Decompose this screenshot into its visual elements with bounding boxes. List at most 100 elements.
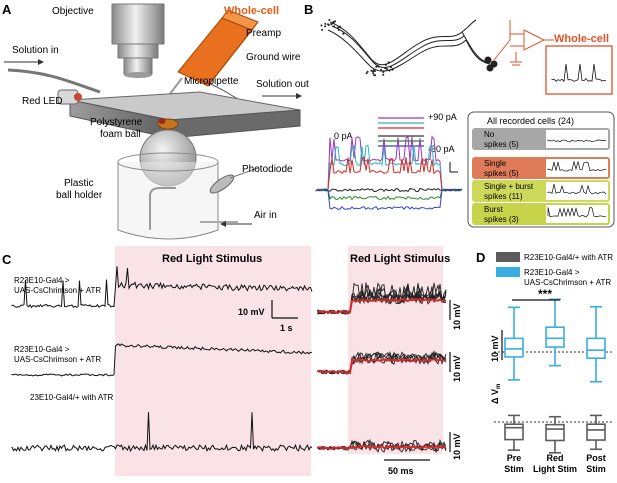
class-example-trace [547,139,606,143]
holder-label-1: Plastic [64,178,93,189]
dendrite-dot [330,22,333,25]
dendrite-dot [387,61,390,64]
objective-label: Objective [52,6,94,17]
air-in-label: Air in [254,210,277,221]
panel-b-scalebar [449,162,458,173]
overlay-trace [317,439,447,453]
air-in-arrow [220,221,252,227]
box-iqr [586,337,606,359]
overlay-mv-label-3: 10 mV [452,433,462,460]
dendrite-dot [320,24,323,27]
whole-cell-circuit-icon [493,20,613,95]
class-example-box [546,159,608,177]
step-response-trace [315,156,463,192]
classification-title: All recorded cells (24) [487,116,574,126]
class-row-label-1: Single [484,159,507,168]
dendrite-dot [337,28,340,31]
dendrite-dot [373,70,376,73]
mini-trace-line [551,63,607,83]
x-label-pre-2: Stim [504,464,524,474]
step-response-trace [315,188,463,211]
dendrite-dot [370,69,373,72]
long-traces [11,266,313,453]
legend-label-chrimson-2: UAS-CsChrimson + ATR [524,278,611,287]
dendrite-dot [324,22,327,25]
dendrite-dot [365,72,368,75]
step-response-trace [315,144,463,192]
x-label-red-2: Light Stim [533,464,577,474]
whole-cell-mini-trace [551,63,607,83]
panel-label-b: B [304,2,313,17]
dendrite-dot [392,67,395,70]
panel-label-a: A [2,2,12,17]
fly-icon [157,118,179,130]
class-example-trace [547,161,607,172]
stimulus-shading-left [115,246,311,476]
boxplot-scale-label: 10 mV [490,335,500,362]
micropipette-label: Micropipette [184,76,239,87]
dendrite-dot [333,25,336,28]
overlay-trace [317,352,447,375]
dendrite-dot [372,72,375,75]
stage-illustration [69,91,301,139]
stimulus-label-left: Red Light Stimulus [162,253,262,265]
scalebar-mv-label: 10 mV [238,307,265,317]
overlay-mv-label-1: 10 mV [452,303,462,330]
dendrite-dot [321,28,324,31]
trace1-genotype-2: UAS-CsChrimson + ATR [14,286,101,295]
legend-swatch-control [496,252,520,262]
whole-cell-label: Whole-cell [224,5,279,17]
legend-swatch-chrimson [496,267,520,277]
stimulus-shading-right [348,246,443,454]
dendrite-dot [376,64,379,67]
class-row-label-1: Single + burst [484,182,534,191]
dendrite-dot [342,32,345,35]
membrane-trace [11,412,313,453]
panel-label-d: D [476,250,485,265]
trace2-genotype-2: UAS-CsChrimson + ATR [14,355,101,364]
preamp-illustration [149,9,271,123]
solution-in-label: Solution in [12,45,59,56]
neuron-morphology [327,19,498,72]
overlay-mean-trace [317,444,447,450]
class-row-label-1: Burst [484,205,503,214]
dendrite-dot [371,70,374,73]
class-row-label-2: spikes (5) [484,169,519,178]
x-label-red-1: Red [546,453,563,463]
overlay-mean-trace [317,358,447,375]
dendrite-dot [382,70,385,73]
inflow-tube [4,59,101,94]
dendrite-dot [375,65,378,68]
dendrite-dot [384,63,387,66]
significance-marker: *** [538,287,552,301]
foam-ball-label-1: Polystyrene [90,117,143,128]
outflow-arrow [262,93,302,99]
dendrite-dot [328,18,331,21]
overlay-mean-trace [317,297,447,315]
objective-illustration [111,3,165,78]
class-example-trace [547,206,607,218]
class-row-label-2: spikes (3) [484,215,519,224]
dendrite-dot [373,74,376,77]
class-example-box [546,205,608,223]
class-example-trace [547,183,607,195]
boxplot-ylabel: Δ Vm [490,384,502,404]
dendrite-dot [339,26,342,29]
legend-label-chrimson-1: R23E10-Gal4 > [524,268,580,277]
membrane-trace [11,343,312,377]
step-response-trace [315,188,463,201]
box-iqr [545,326,565,348]
class-row-label-2: spikes (11) [484,192,523,201]
dendrite-dot [336,26,339,29]
dendrite-dot [324,25,327,28]
overlay-traces [317,282,447,454]
box-iqr [545,423,565,442]
trace3-genotype: 23E10-Gal4/+ with ATR [30,393,113,402]
dendrite-dot [385,68,388,71]
dendrite-dot [366,70,369,73]
dendrite-dot [388,69,391,72]
step-bottom-label: -30 pA [428,144,455,154]
overlay-scalebars [384,300,451,461]
class-row-label-1: No [484,130,495,139]
